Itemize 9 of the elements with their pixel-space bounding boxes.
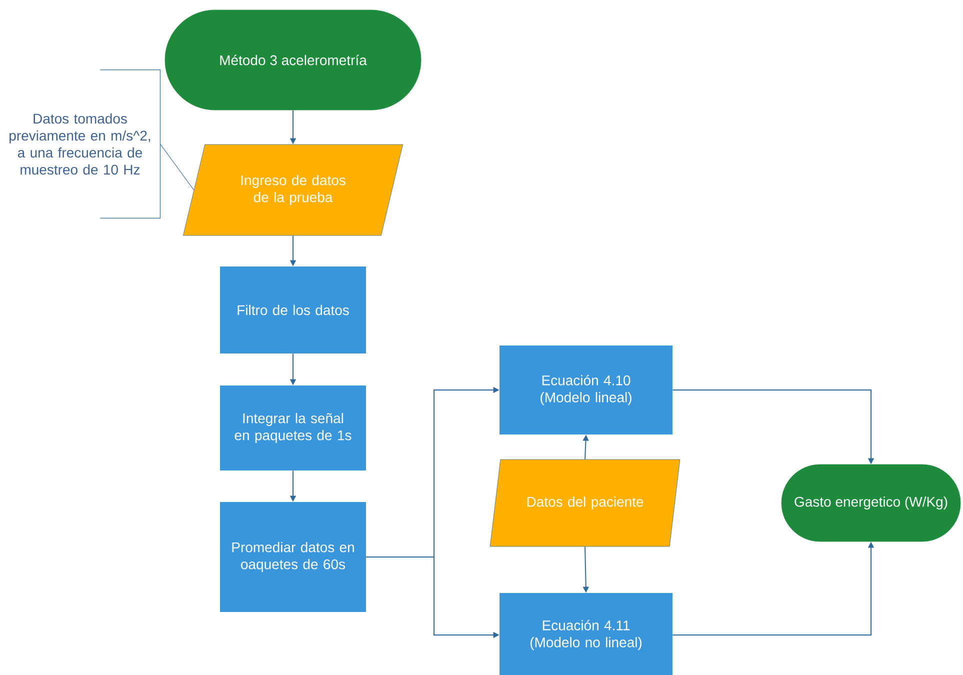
leader-line xyxy=(160,144,194,190)
process-box: Ecuación 4.10 (Modelo lineal) xyxy=(500,346,672,434)
process-box: Integrar la señal en paquetes de 1s xyxy=(220,386,366,470)
process-box: Ecuación 4.11 (Modelo no lineal) xyxy=(500,593,672,675)
input-parallelogram: Ingreso de datos de la prueba xyxy=(182,144,404,236)
process-box: Filtro de los datos xyxy=(220,266,366,354)
process-box: Promediar datos en oaquetes de 60s xyxy=(220,502,366,612)
input-parallelogram: Datos del paciente xyxy=(490,459,680,547)
annotation-text: Datos tomados previamente en m/s^2, a una frecuencia de muestreo de 10 Hz xyxy=(10,113,150,175)
